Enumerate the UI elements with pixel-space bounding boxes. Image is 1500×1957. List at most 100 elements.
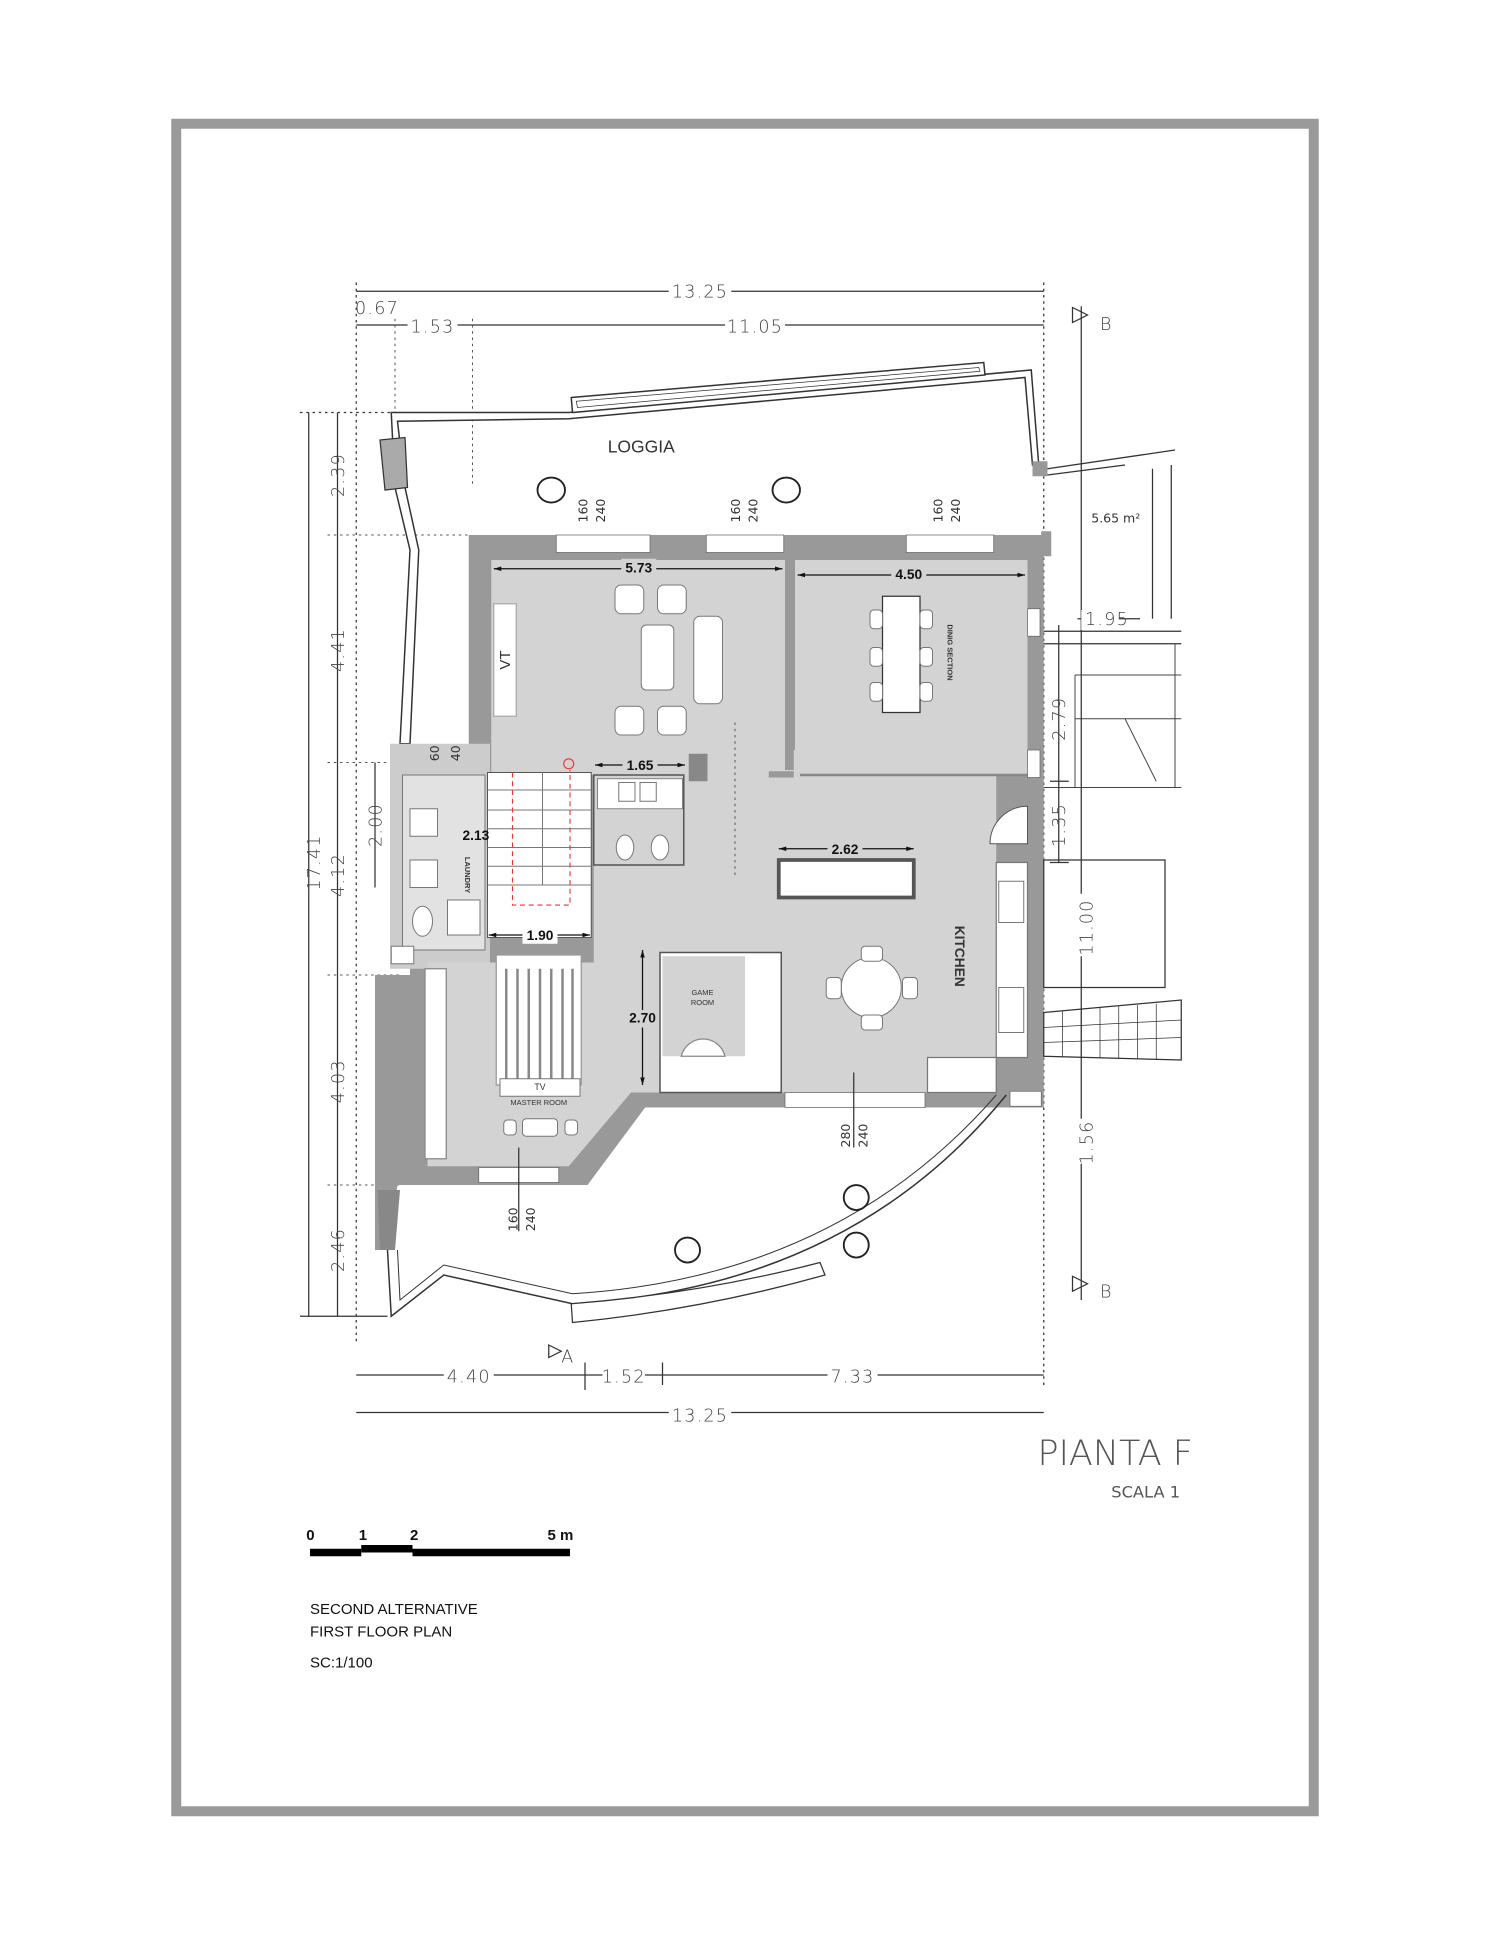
dim-game-height: 2.70	[629, 1011, 656, 1026]
dim-right-a: 1.95	[1085, 610, 1129, 630]
balcony: 160 240 280 240 60 40	[377, 745, 1007, 1324]
svg-text:280: 280	[838, 1124, 853, 1148]
dim-bottom-c: 7.33	[831, 1368, 875, 1388]
room-label-laundry: LAUNDRY	[463, 857, 472, 893]
dim-laundry-height: 2.13	[463, 828, 490, 843]
toilet-icon	[650, 834, 670, 861]
room-label-tv: VT	[497, 650, 514, 669]
building	[375, 534, 1044, 1250]
sheet-frame	[171, 118, 1319, 1817]
room-label-game-2: ROOM	[691, 998, 714, 1007]
dim-right-d: 11.00	[1078, 899, 1098, 955]
round-table	[840, 957, 902, 1019]
staircase	[487, 772, 592, 939]
dim-top-b: 1.53	[411, 318, 455, 338]
column-icon	[842, 1184, 870, 1211]
room-label-dining: DINIG SECTION	[946, 624, 955, 680]
dim-left-c-sub: 2.00	[366, 803, 386, 847]
svg-text:60: 60	[427, 745, 442, 761]
interior-dimensions: 5.73 4.50 1.65 2.13 1.90 2.62 2.70	[463, 558, 1025, 1086]
dim-left-d: 4.03	[329, 1059, 349, 1103]
armchair-icon	[657, 705, 687, 736]
dim-right-c: 1.35	[1050, 803, 1070, 847]
room-label-game-1: GAME	[691, 988, 713, 997]
column-icon	[674, 1236, 701, 1264]
room-label-master: MASTER ROOM	[510, 1098, 567, 1107]
tv-unit	[493, 603, 517, 717]
entrance-door	[989, 805, 1028, 845]
toilet-icon	[412, 905, 433, 937]
wardrobe	[424, 968, 447, 1160]
section-mark-a: A	[561, 1348, 574, 1368]
caption-line-1: SECOND ALTERNATIVE	[310, 1601, 478, 1618]
shower-icon	[447, 899, 481, 936]
room-label-kitchen: KITCHEN	[952, 926, 967, 987]
dim-living-width: 5.73	[625, 561, 652, 576]
dining-table	[881, 595, 921, 714]
svg-text:240: 240	[856, 1124, 871, 1148]
window-notes: 160 240 160 240 160 240	[576, 499, 964, 523]
dim-dining-width: 4.50	[895, 567, 922, 582]
room-label-loggia: LOGGIA	[608, 437, 675, 457]
scale-bar: 0 1 2 5 m	[306, 1527, 574, 1557]
toilet-icon	[615, 834, 635, 861]
left-dimensions: 17.41 2.39 4.41 4.12 2.00 4.03 2.46	[300, 411, 469, 1317]
dim-bottom-a: 4.40	[447, 1368, 491, 1388]
top-dimensions: 13.25 0.67 1.53 11.05	[355, 280, 1045, 1388]
svg-text:160: 160	[728, 499, 743, 523]
svg-text:2: 2	[410, 1527, 418, 1544]
armchair-icon	[614, 705, 645, 736]
loggia: LOGGIA	[379, 361, 1052, 745]
coffee-table	[640, 624, 675, 691]
dim-right-e: 1.56	[1078, 1121, 1098, 1165]
window	[905, 534, 995, 553]
column-icon	[536, 476, 566, 504]
column-icon	[771, 476, 801, 504]
dim-stair-width: 1.90	[527, 928, 554, 943]
stove-icon	[998, 880, 1025, 924]
window	[784, 1092, 926, 1108]
kitchen-island	[776, 858, 916, 900]
svg-text:240: 240	[746, 499, 761, 523]
window	[555, 534, 651, 553]
dim-left-b: 4.41	[329, 628, 349, 672]
dim-left-total: 17.41	[305, 834, 325, 890]
sheet-title: PIANTA F	[1038, 1434, 1193, 1474]
right-exterior: 5.65 m² 1.95 2.79 1.35 11.00 1.56 B B	[1043, 306, 1182, 1303]
svg-text:160: 160	[506, 1207, 521, 1231]
area-note: 5.65 m²	[1091, 511, 1140, 526]
sheet-scale: SCALA 1	[1111, 1483, 1180, 1502]
armchair-icon	[614, 584, 645, 615]
dim-bath-width: 1.65	[627, 758, 654, 773]
window	[705, 534, 785, 553]
svg-text:1: 1	[359, 1527, 367, 1544]
dim-left-e: 2.46	[329, 1228, 349, 1272]
dim-right-b: 2.79	[1050, 697, 1070, 741]
dim-top-c: 11.05	[727, 318, 783, 338]
dryer-icon	[409, 859, 438, 889]
dim-bottom-total: 13.25	[672, 1406, 728, 1426]
dim-left-c: 4.12	[329, 853, 349, 897]
svg-text:160: 160	[931, 499, 946, 523]
section-mark-b-top: B	[1100, 315, 1113, 335]
dim-top-a: 0.67	[355, 299, 399, 319]
svg-text:5 m: 5 m	[548, 1527, 574, 1544]
washing-machine-icon	[409, 808, 438, 837]
svg-text:160: 160	[576, 499, 591, 523]
armchair-icon	[657, 584, 687, 615]
bottom-dimensions: 4.40 1.52 7.33 13.25 A	[356, 1343, 1044, 1426]
room-labels: VT DINIG SECTION LAUNDRY KITCHEN GAME RO…	[463, 624, 967, 1107]
svg-text:240: 240	[948, 499, 963, 523]
dim-top-total: 13.25	[672, 283, 728, 303]
caption-line-2: FIRST FLOOR PLAN	[310, 1623, 452, 1640]
section-mark-b-bottom: B	[1100, 1283, 1113, 1303]
kitchen-sink-icon	[998, 987, 1025, 1034]
dim-left-a: 2.39	[329, 453, 349, 497]
dim-island-width: 2.62	[832, 842, 859, 857]
svg-text:40: 40	[448, 745, 463, 761]
tv-unit	[499, 1078, 581, 1097]
caption-scale: SC:1/100	[310, 1655, 373, 1672]
dim-bottom-b: 1.52	[602, 1368, 646, 1388]
sofa-icon	[693, 615, 723, 705]
